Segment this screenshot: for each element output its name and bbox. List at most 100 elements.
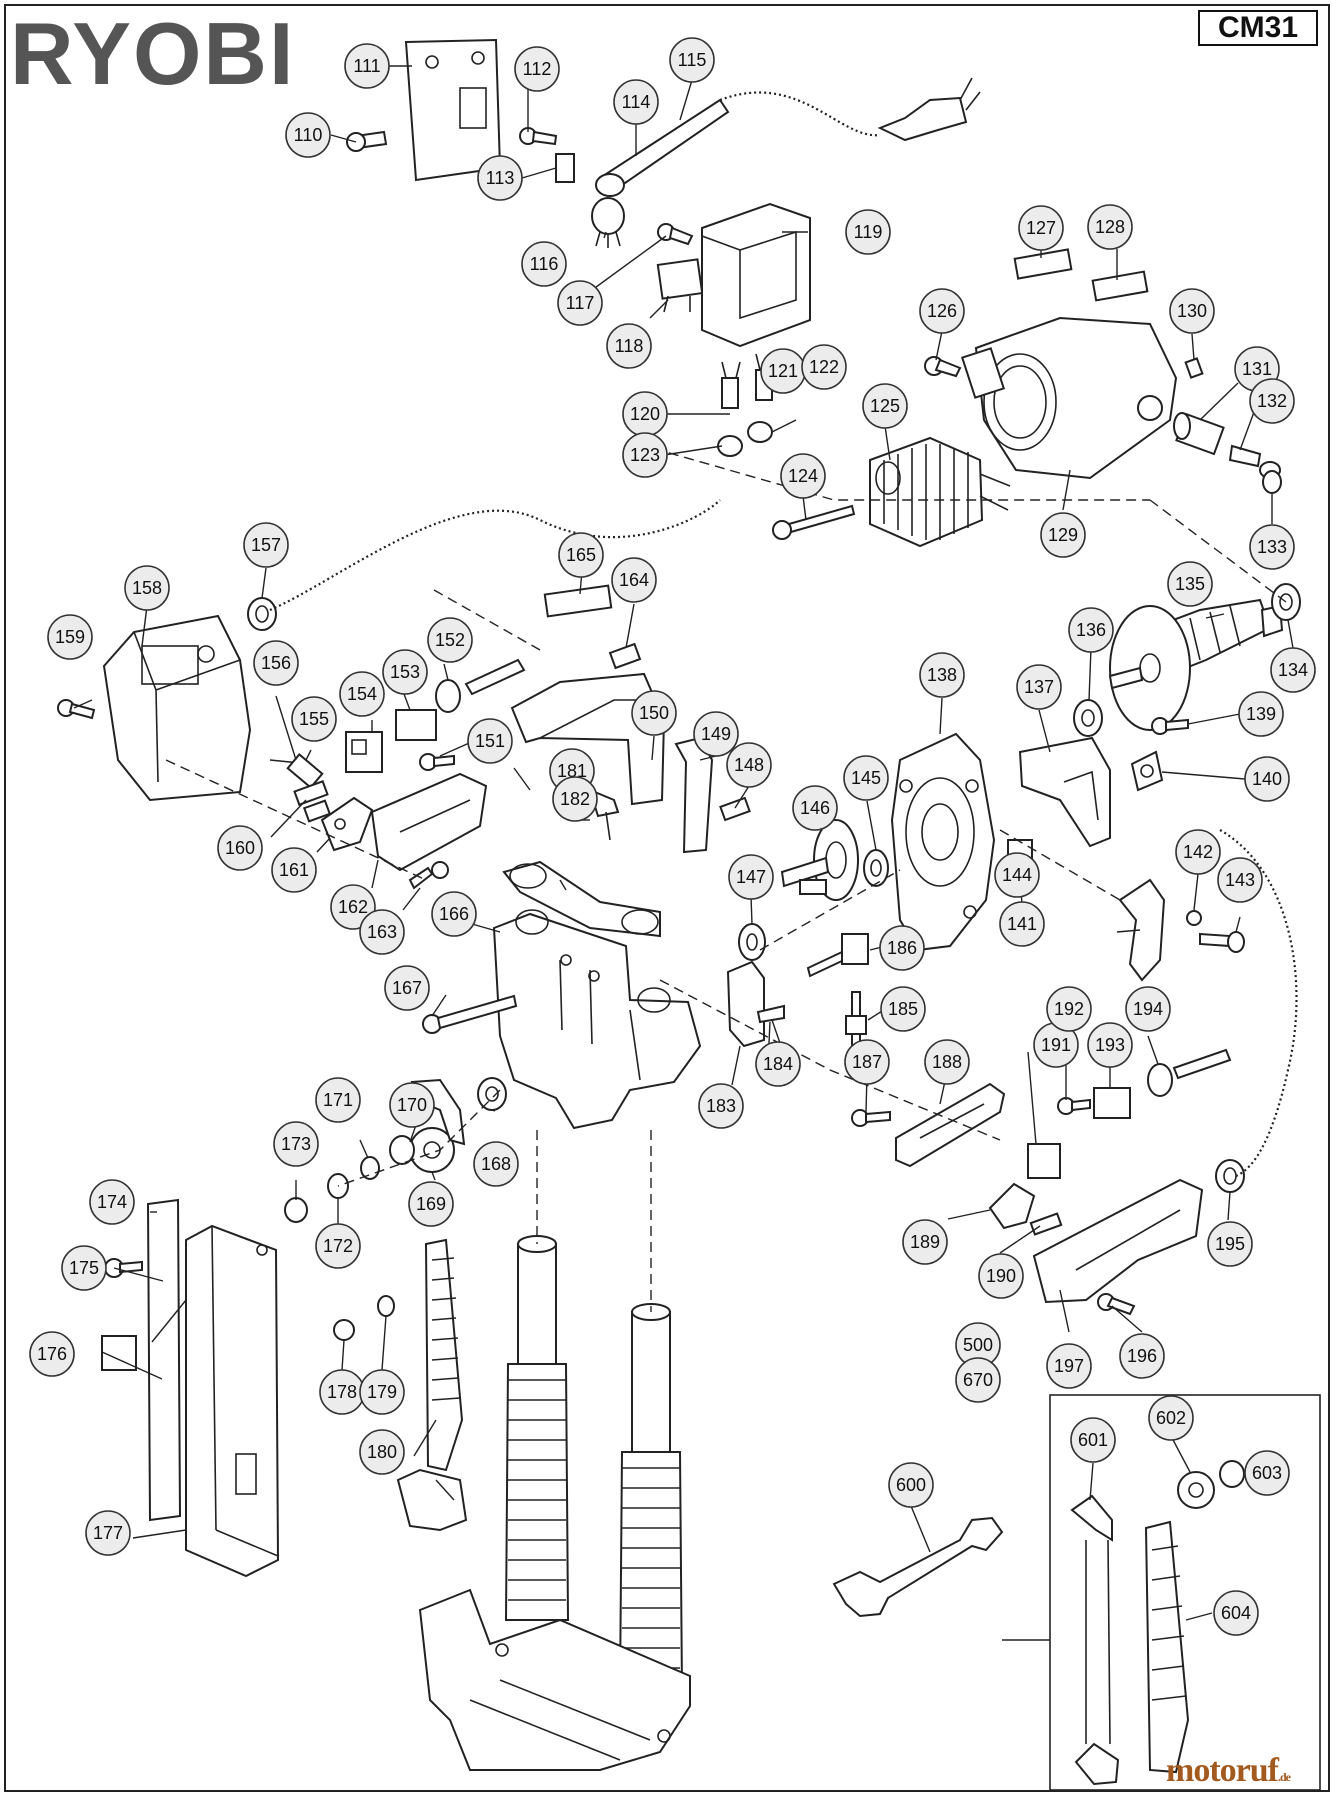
callout-121: 121 (760, 348, 806, 394)
callout-172: 172 (315, 1223, 361, 1269)
callout-bubble (1068, 607, 1114, 653)
callout-label: 670 (963, 1370, 993, 1390)
gasket-173 (146, 1198, 182, 1522)
baffle-137 (1018, 736, 1111, 848)
callout-145: 145 (843, 755, 889, 801)
callout-bubble (1040, 512, 1086, 558)
pin-155 (302, 799, 332, 823)
callout-label: 164 (619, 570, 649, 590)
callout-label: 127 (1026, 218, 1056, 238)
callout-184: 184 (755, 1041, 801, 1087)
callout-133: 133 (1249, 524, 1295, 570)
callout-label: 172 (323, 1236, 353, 1256)
callout-bubble (339, 671, 385, 717)
callout-label: 135 (1175, 574, 1205, 594)
callout-bubble (698, 1083, 744, 1129)
kit-box (1049, 1394, 1321, 1791)
callout-112: 112 (514, 46, 560, 92)
callout-142: 142 (1175, 829, 1221, 875)
callout-label: 148 (734, 755, 764, 775)
callout-label: 166 (439, 904, 469, 924)
callout-140: 140 (1244, 756, 1290, 802)
callout-label: 121 (768, 361, 798, 381)
callout-bubble (558, 532, 604, 578)
callout-bubble (631, 690, 677, 736)
callout-bubble (285, 112, 331, 158)
callout-193: 193 (1087, 1022, 1133, 1068)
callout-label: 601 (1078, 1430, 1108, 1450)
callout-label: 193 (1095, 1035, 1125, 1055)
callout-label: 131 (1242, 359, 1272, 379)
callout-label: 117 (566, 293, 595, 313)
callout-label: 149 (701, 724, 731, 744)
screw-151 (419, 753, 455, 771)
callout-601: 601 (1070, 1417, 1116, 1463)
callout-label: 173 (281, 1134, 311, 1154)
wrench-500 (832, 1516, 1004, 1618)
callout-label: 188 (932, 1052, 962, 1072)
slider-182 (726, 960, 765, 1048)
callout-label: 156 (261, 653, 291, 673)
callout-bubble (427, 617, 473, 663)
switch-case-158 (102, 614, 252, 802)
callout-label: 181 (557, 761, 587, 781)
callout-bubble (792, 785, 838, 831)
callout-147: 147 (728, 854, 774, 900)
callout-146: 146 (792, 785, 838, 831)
switch-153 (395, 709, 437, 741)
watermark-suffix: .de (1277, 1770, 1291, 1784)
switch-trigger-188 (988, 1182, 1036, 1230)
noise-filter-118 (656, 258, 704, 313)
callout-600: 600 (888, 1462, 934, 1508)
callout-label: 113 (486, 168, 515, 188)
screw-117 (657, 223, 694, 246)
callout-bubble (1016, 664, 1062, 710)
assembly-line-motor (637, 443, 1150, 501)
brand-logo-text: RYOBI (10, 6, 295, 96)
watermark-name: motoruf (1166, 1752, 1279, 1789)
callout-164: 164 (611, 557, 657, 603)
callout-120: 120 (622, 391, 668, 437)
label-197 (543, 584, 613, 618)
callout-bubble (1125, 986, 1171, 1032)
callout-bubble (845, 209, 891, 255)
callout-113: 113 (477, 155, 523, 201)
callout-label: 137 (1024, 677, 1054, 697)
callout-150: 150 (631, 690, 677, 736)
callout-label: 141 (1007, 914, 1037, 934)
callout-bubble (89, 1179, 135, 1225)
callout-label: 146 (800, 798, 830, 818)
callout-158: 158 (124, 565, 170, 611)
callout-bubble (919, 652, 965, 698)
callout-label: 165 (566, 545, 596, 565)
callout-bubble (879, 925, 925, 971)
right-cord (1219, 829, 1298, 1178)
callout-197: 197 (1046, 1343, 1092, 1389)
callout-bubble (85, 1510, 131, 1556)
callout-115: 115 (669, 37, 715, 83)
callout-bubble (1175, 829, 1221, 875)
callout-label: 155 (299, 709, 329, 729)
callout-label: 132 (1257, 391, 1287, 411)
callout-bubble (521, 241, 567, 287)
callout-128: 128 (1087, 204, 1133, 250)
callout-bubble (382, 649, 428, 695)
callout-195: 195 (1207, 1221, 1253, 1267)
callout-bubble (514, 46, 560, 92)
callout-bubble (1249, 378, 1295, 424)
callout-label: 140 (1252, 769, 1282, 789)
callout-label: 176 (37, 1344, 67, 1364)
callout-bubble (978, 1253, 1024, 1299)
pin-148 (719, 796, 751, 822)
callout-bubble (431, 891, 477, 937)
handle-cover-187 (895, 1082, 1006, 1168)
callout-bubble (1087, 1022, 1133, 1068)
callout-label: 152 (435, 630, 465, 650)
callout-bubble (1244, 1450, 1290, 1496)
callout-bubble (1167, 561, 1213, 607)
callout-label: 154 (347, 684, 377, 704)
callout-119: 119 (845, 209, 891, 255)
callout-bubble (880, 986, 926, 1032)
callout-130: 130 (1169, 288, 1215, 334)
